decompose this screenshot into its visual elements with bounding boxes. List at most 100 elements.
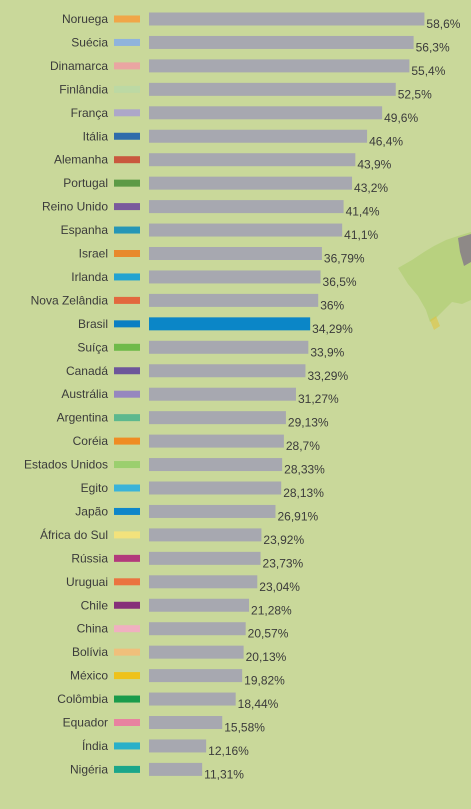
value-label: 41,1% [344, 228, 378, 242]
color-swatch [114, 531, 140, 539]
value-label: 33,9% [310, 345, 344, 359]
category-label: Índia [82, 738, 108, 753]
category-label: Austrália [61, 387, 108, 401]
category-label: Nigéria [70, 762, 108, 776]
color-swatch [114, 15, 140, 23]
bar [149, 317, 311, 331]
map-fragment-green [398, 232, 471, 322]
bar [149, 200, 344, 214]
category-label: Egito [81, 481, 109, 495]
map-fragment-purple [458, 234, 471, 266]
value-label: 56,3% [416, 40, 450, 54]
color-swatch [114, 601, 140, 609]
color-swatch [114, 625, 140, 633]
category-label: México [70, 669, 108, 683]
bar [149, 598, 250, 612]
value-label: 23,92% [263, 533, 304, 547]
color-swatch [114, 85, 140, 93]
bar [149, 59, 410, 73]
bar [149, 551, 261, 565]
category-label: Noruega [62, 12, 108, 26]
value-label: 29,13% [288, 416, 329, 430]
value-label: 55,4% [411, 64, 445, 78]
color-swatch [114, 695, 140, 703]
category-label: Reino Unido [42, 200, 108, 214]
category-label: Dinamarca [50, 59, 108, 73]
value-label: 20,57% [248, 627, 289, 641]
value-label: 58,6% [426, 17, 460, 31]
chart-row: Egito 28,13% [81, 481, 325, 500]
color-swatch [114, 156, 140, 164]
color-swatch [114, 719, 140, 726]
value-label: 19,82% [244, 674, 285, 688]
bar [149, 716, 223, 729]
value-label: 36% [320, 298, 344, 312]
chart-row: Nigéria 11,31% [70, 762, 244, 781]
value-label: 28,7% [286, 439, 320, 453]
bar [149, 270, 321, 284]
color-swatch [114, 203, 140, 211]
category-label: Brasil [78, 317, 108, 331]
value-label: 12,16% [208, 744, 249, 758]
color-swatch [114, 390, 140, 398]
value-label: 46,4% [369, 134, 403, 148]
color-swatch [114, 367, 140, 375]
bar [149, 35, 414, 49]
color-swatch [114, 648, 140, 656]
color-swatch [114, 437, 140, 445]
chart-row: Finlândia 52,5% [59, 82, 432, 101]
bar [149, 129, 368, 143]
chart-row: Reino Unido 41,4% [42, 200, 380, 219]
bar [149, 106, 383, 120]
bar [149, 762, 203, 776]
chart-row: Índia 12,16% [82, 738, 249, 758]
color-swatch [114, 62, 140, 70]
chart-row: Argentina 29,13% [57, 411, 329, 430]
color-swatch [114, 109, 140, 117]
color-swatch [114, 226, 140, 234]
category-label: Estados Unidos [24, 458, 108, 472]
color-swatch [114, 250, 140, 257]
bar [149, 575, 258, 589]
color-swatch [114, 507, 140, 515]
color-swatch [114, 343, 140, 351]
bar [149, 739, 207, 753]
value-label: 43,2% [354, 181, 388, 195]
bar [149, 340, 309, 354]
bar [149, 176, 353, 190]
value-label: 11,31% [204, 767, 244, 781]
category-label: Itália [83, 129, 109, 143]
value-label: 28,13% [283, 486, 324, 500]
category-label: França [71, 106, 109, 120]
chart-row: Dinamarca 55,4% [50, 59, 446, 78]
category-label: Finlândia [59, 82, 108, 96]
value-label: 15,58% [224, 721, 265, 735]
value-label: 34,29% [312, 322, 353, 336]
value-label: 41,4% [346, 205, 380, 219]
color-swatch [114, 320, 140, 328]
bar [149, 622, 246, 636]
category-label: Uruguai [66, 575, 108, 589]
color-swatch [114, 484, 140, 492]
category-label: Argentina [57, 411, 109, 425]
bar [149, 434, 284, 448]
bar [149, 481, 282, 495]
value-label: 43,9% [357, 158, 391, 172]
value-label: 52,5% [398, 87, 432, 101]
color-swatch [114, 765, 140, 773]
category-label: Colômbia [57, 692, 108, 706]
value-label: 26,91% [277, 509, 318, 523]
